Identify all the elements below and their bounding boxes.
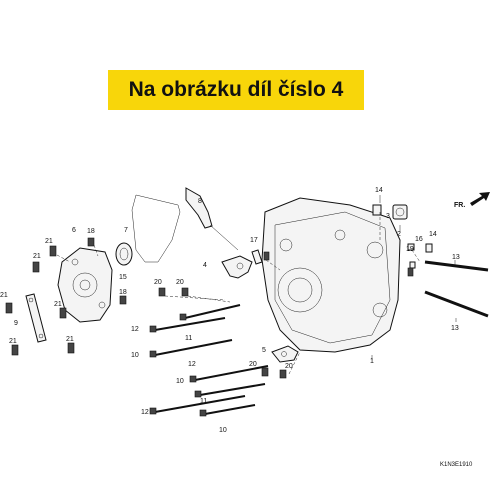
left-cover-part[interactable] xyxy=(57,247,113,323)
leader-lines xyxy=(56,195,457,375)
bolt-17 xyxy=(263,251,270,261)
callout-18a: 18 xyxy=(87,228,95,235)
bracket-part-4[interactable] xyxy=(221,249,263,279)
callout-11b: 11 xyxy=(200,398,207,405)
callout-13a: 13 xyxy=(452,254,460,261)
crankcase-cover-part[interactable] xyxy=(261,197,401,353)
callout-21c: 21 xyxy=(0,292,8,299)
callout-2: 2 xyxy=(397,231,401,238)
callout-13b: 13 xyxy=(451,325,459,332)
bolt-21f xyxy=(59,307,67,319)
callout-21f: 21 xyxy=(54,301,62,308)
callout-21a: 21 xyxy=(45,238,53,245)
bolt-20d xyxy=(261,367,269,377)
callout-10c: 10 xyxy=(219,427,227,434)
callout-12a: 12 xyxy=(131,326,139,333)
callout-4: 4 xyxy=(203,262,207,269)
callout-10b: 10 xyxy=(176,378,184,385)
bolt-10a xyxy=(149,339,233,358)
callout-18b: 18 xyxy=(119,289,127,296)
callout-12c: 12 xyxy=(141,409,149,416)
banner-title: Na obrázku díl číslo 4 xyxy=(128,78,344,101)
callout-10a: 10 xyxy=(131,352,139,359)
bolt-18b xyxy=(119,295,127,305)
bolt-11a xyxy=(179,304,241,321)
callout-9: 9 xyxy=(14,320,18,327)
callout-labels: 1 2 3 4 5 6 7 8 9 10 10 10 11 11 12 12 1… xyxy=(0,187,460,434)
callout-1: 1 xyxy=(370,358,374,365)
callout-16: 16 xyxy=(415,236,423,243)
bolt-20b xyxy=(181,287,189,297)
arrow-icon xyxy=(470,192,490,206)
callout-20a: 20 xyxy=(154,279,162,286)
callout-15: 15 xyxy=(119,274,127,281)
bolt-21d xyxy=(11,344,19,356)
bolt-21e xyxy=(67,342,75,354)
callout-19: 19 xyxy=(406,246,414,253)
bracket-part-5[interactable] xyxy=(271,345,299,363)
bolt-21a xyxy=(49,245,57,257)
bolts-group[interactable] xyxy=(5,237,414,417)
gasket-part[interactable] xyxy=(131,194,181,263)
callout-6: 6 xyxy=(72,227,76,234)
callout-17: 17 xyxy=(250,237,258,244)
bolt-11b xyxy=(194,383,266,398)
drawing-code: K1N3E1910 xyxy=(440,462,473,468)
bolt-18a xyxy=(87,237,95,247)
bolt-12a xyxy=(149,317,226,333)
callout-12b: 12 xyxy=(188,361,196,368)
callout-20c: 20 xyxy=(249,361,257,368)
callout-21d: 21 xyxy=(9,338,17,345)
bolt-12b xyxy=(149,395,246,415)
dowel-pins-part[interactable] xyxy=(372,204,433,269)
bolt-21b xyxy=(32,261,40,273)
bolt-19 xyxy=(407,267,414,277)
callout-7: 7 xyxy=(124,227,128,234)
plate-part-9[interactable] xyxy=(25,293,47,343)
callout-8: 8 xyxy=(198,198,202,205)
callout-3: 3 xyxy=(386,213,390,220)
callout-21e: 21 xyxy=(66,336,74,343)
bolt-20c xyxy=(279,369,287,379)
oil-seal-part[interactable] xyxy=(115,242,133,266)
front-direction-arrow: FR. xyxy=(454,192,490,209)
callout-14a: 14 xyxy=(375,187,383,194)
bolt-21c xyxy=(5,302,13,314)
bolt-10c xyxy=(199,404,256,417)
callout-5: 5 xyxy=(262,347,266,354)
dipstick-part[interactable] xyxy=(185,187,239,251)
stud-bolts-part[interactable] xyxy=(424,260,489,318)
callout-14b: 14 xyxy=(429,231,437,238)
callout-20d: 20 xyxy=(285,363,293,370)
callout-11a: 11 xyxy=(185,335,192,342)
callout-20b: 20 xyxy=(176,279,184,286)
highlight-banner: Na obrázku díl číslo 4 xyxy=(108,70,364,110)
callout-21b: 21 xyxy=(33,253,41,260)
bolt-10b xyxy=(189,365,269,383)
direction-label: FR. xyxy=(454,202,465,209)
bolt-20a xyxy=(158,287,166,297)
